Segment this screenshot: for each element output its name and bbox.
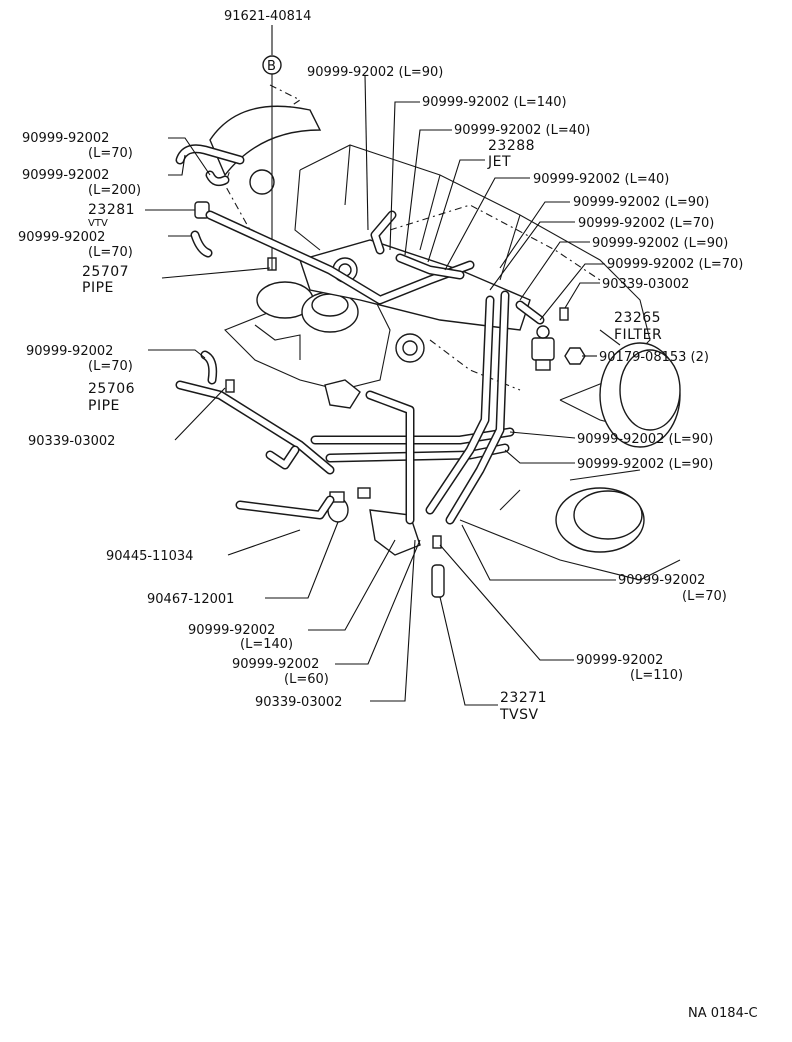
label-hose-l70-left3-length: (L=70) bbox=[88, 359, 133, 374]
label-hose-l60-length: (L=60) bbox=[284, 672, 329, 687]
label-hose-l140-low: 90999-92002 bbox=[188, 623, 275, 638]
label-hose-l70-left2: 90999-92002 bbox=[18, 230, 105, 245]
label-hose-l60: 90999-92002 bbox=[232, 657, 319, 672]
label-hose-l40-b: 90999-92002 (L=40) bbox=[533, 172, 669, 187]
label-90467-12001: 90467-12001 bbox=[147, 592, 234, 607]
label-hose-l90-top: 90999-92002 (L=90) bbox=[307, 65, 443, 80]
label-hose-l110-length: (L=110) bbox=[630, 668, 683, 683]
label-hose-l140-low-length: (L=140) bbox=[240, 637, 293, 652]
label-hose-l90-mid2: 90999-92002 (L=90) bbox=[577, 457, 713, 472]
label-hose-l200-length: (L=200) bbox=[88, 183, 141, 198]
label-hose-l70-low: 90999-92002 bbox=[618, 573, 705, 588]
label-filter-number: 23265 bbox=[614, 310, 661, 326]
label-hose-l70-r2: 90999-92002 (L=70) bbox=[607, 257, 743, 272]
label-hose-l200: 90999-92002 bbox=[22, 168, 109, 183]
label-filter-name: FILTER bbox=[614, 327, 662, 343]
label-hose-l140-top: 90999-92002 (L=140) bbox=[422, 95, 567, 110]
label-clip-right: 90339-03002 bbox=[602, 277, 689, 292]
label-pipe-25706-number: 25706 bbox=[88, 381, 135, 397]
label-jet-name: JET bbox=[487, 154, 511, 170]
label-pipe-25707-number: 25707 bbox=[82, 264, 129, 280]
label-pipe-25707-name: PIPE bbox=[82, 280, 114, 296]
label-hose-l90-r1: 90999-92002 (L=90) bbox=[573, 195, 709, 210]
label-hose-l90-mid1: 90999-92002 (L=90) bbox=[577, 432, 713, 447]
engine-assembly-drawing bbox=[194, 55, 681, 598]
diagram-code: NA 0184-C bbox=[688, 1006, 758, 1021]
label-hose-l70-left1: 90999-92002 bbox=[22, 131, 109, 146]
label-91621-40814: 91621-40814 bbox=[224, 9, 311, 24]
label-hose-l90-r2: 90999-92002 (L=90) bbox=[592, 236, 728, 251]
part-labels: 91621-40814 B 90999-92002 (L=90) 90999-9… bbox=[18, 9, 758, 1021]
vacuum-hoses bbox=[175, 144, 545, 525]
label-hose-l70-left2-length: (L=70) bbox=[88, 245, 133, 260]
label-jet-number: 23288 bbox=[488, 138, 535, 154]
label-tvsv-number: 23271 bbox=[500, 690, 547, 706]
label-clip-left: 90339-03002 bbox=[28, 434, 115, 449]
label-hose-l70-left1-length: (L=70) bbox=[88, 146, 133, 161]
label-hose-l40-a: 90999-92002 (L=40) bbox=[454, 123, 590, 138]
label-clip-low: 90339-03002 bbox=[255, 695, 342, 710]
label-hose-l70-low-length: (L=70) bbox=[682, 589, 727, 604]
label-vtv-name: VTV bbox=[88, 218, 108, 229]
label-vtv-number: 23281 bbox=[88, 202, 135, 218]
label-hose-l70-left3: 90999-92002 bbox=[26, 344, 113, 359]
label-hose-l70-r1: 90999-92002 (L=70) bbox=[578, 216, 714, 231]
leader-lines bbox=[145, 25, 616, 706]
label-pipe-25706-name: PIPE bbox=[88, 398, 120, 414]
label-tvsv-name: TVSV bbox=[499, 707, 539, 723]
label-90445-11034: 90445-11034 bbox=[106, 549, 193, 564]
label-bolt: 90179-08153 (2) bbox=[599, 350, 709, 365]
marker-b: B bbox=[267, 59, 276, 74]
label-hose-l110: 90999-92002 bbox=[576, 653, 663, 668]
